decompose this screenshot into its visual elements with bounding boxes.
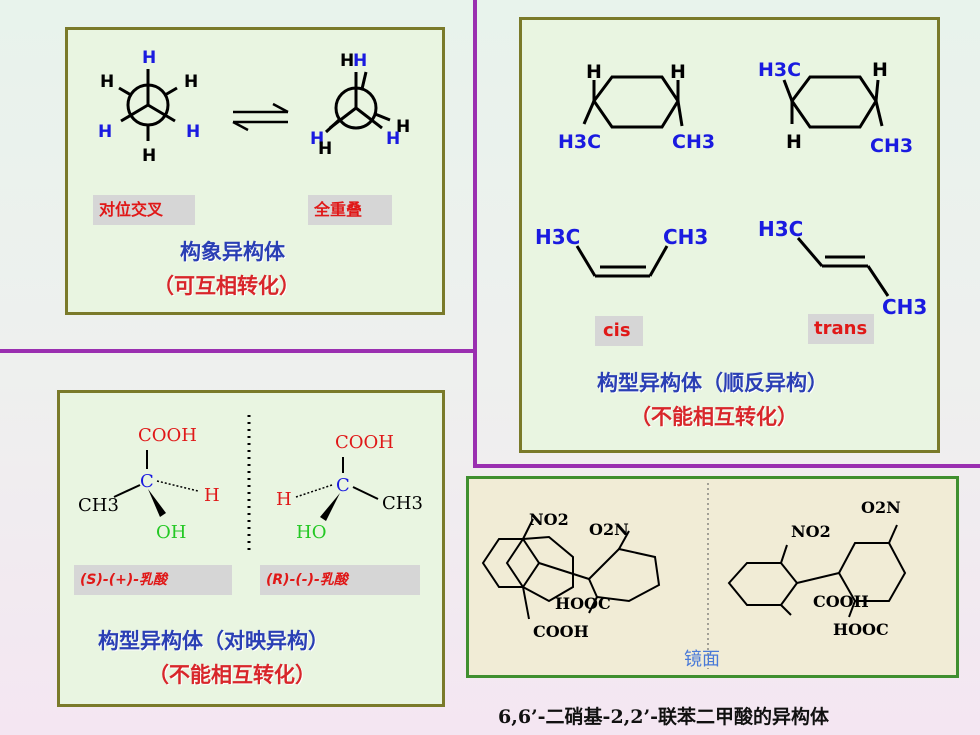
equilibrium-arrows (232, 102, 289, 132)
ring1-tr: H (670, 61, 686, 83)
mirror-label: 镜面 (684, 649, 720, 670)
newman1-back-left: H (100, 72, 114, 92)
optical-panel: COOH C CH3 H OH COOH C H CH3 HO (S)-(+)-… (57, 390, 445, 707)
right-chiral-c: C (336, 475, 350, 496)
alkene2-bottom: CH3 (882, 295, 927, 319)
label-eclipsed: 全重叠 (308, 195, 392, 225)
biphenyl-left-cooh-a: HOOC (555, 594, 611, 613)
left-ch3: CH3 (78, 495, 119, 516)
biphenyl-left-cooh-b: COOH (533, 622, 589, 641)
divider-horizontal-left (0, 349, 476, 353)
newman2-back-top: H (340, 51, 354, 71)
newman-projections: H H H H H H H H H H H H (98, 48, 410, 166)
conformation-panel: H H H H H H H H H H H H (65, 27, 445, 315)
geometric-structures: H H H3C CH3 H3C H H CH3 H3C CH3 (535, 59, 927, 319)
biphenyl-structures: NO2 O2N HOOC COOH NO2 O2N COOH HOOC 镜面 (481, 483, 907, 670)
newman2-right-front: H (386, 129, 400, 149)
biphenyl-left-no2-b: O2N (589, 520, 629, 539)
left-cooh: COOH (138, 425, 197, 446)
label-s-lactic: (S)-(+)-乳酸 (74, 565, 232, 595)
newman2-left-front: H (310, 129, 324, 149)
newman-staggered: H H H H H H (98, 48, 200, 166)
divider-vertical (473, 0, 477, 468)
biphenyl-right-cooh-a: COOH (813, 592, 869, 611)
newman-eclipsed: H H H H H H (310, 51, 410, 159)
newman1-front-top: H (142, 48, 156, 68)
divider-horizontal-right (473, 464, 980, 468)
conformation-title: 构象异构体 (180, 240, 285, 264)
optical-title: 构型异构体（对映异构） (98, 629, 329, 653)
geometric-panel: H H H3C CH3 H3C H H CH3 H3C CH3 (519, 17, 940, 453)
label-trans: trans (808, 314, 874, 344)
label-r-lactic: (R)-(-)-乳酸 (260, 565, 420, 595)
geometric-subtitle: （不能相互转化） (630, 405, 798, 429)
alkene1-right: CH3 (663, 225, 708, 249)
left-h: H (204, 485, 220, 506)
biphenyl-left-no2-a: NO2 (529, 510, 569, 529)
ring2-tr: H (872, 59, 888, 81)
geometric-title: 构型异构体（顺反异构） (597, 371, 828, 395)
cyclohexane-trans (782, 75, 884, 129)
ring2-br: CH3 (870, 135, 913, 157)
alkene2-top: H3C (758, 217, 803, 241)
newman2-right-back: H (396, 117, 410, 137)
biphenyl-right-no2-b: O2N (861, 498, 901, 517)
right-h: H (276, 489, 292, 510)
left-oh: OH (156, 522, 186, 543)
alkene-trans (796, 237, 890, 297)
ring1-br: CH3 (672, 131, 715, 153)
ring1-tl: H (586, 61, 602, 83)
biphenyl-caption: 6,6’-二硝基-2,2’-联苯二甲酸的异构体 (498, 706, 829, 728)
biphenyl-right-cooh-b: HOOC (833, 620, 889, 639)
optical-subtitle: （不能相互转化） (148, 663, 316, 687)
label-cis: cis (595, 316, 643, 346)
cyclohexane-cis (582, 75, 684, 129)
newman2-left-back: H (318, 139, 332, 159)
biphenyl-right-no2-a: NO2 (791, 522, 831, 541)
newman1-back-right: H (184, 72, 198, 92)
newman1-back-bottom: H (142, 146, 156, 166)
biphenyl-panel: NO2 O2N HOOC COOH NO2 O2N COOH HOOC 镜面 (466, 476, 959, 678)
right-cooh: COOH (335, 432, 394, 453)
newman1-front-right: H (186, 122, 200, 142)
lactic-acid-structures: COOH C CH3 H OH COOH C H CH3 HO (78, 415, 423, 555)
conformation-subtitle: （可互相转化） (153, 274, 300, 298)
alkene-cis (575, 245, 669, 278)
newman1-front-left: H (98, 122, 112, 142)
right-ho: HO (296, 522, 326, 543)
alkene1-left: H3C (535, 225, 580, 249)
ring2-tl: H3C (758, 59, 801, 81)
ring2-bl: H (786, 131, 802, 153)
newman2-front-top: H (353, 51, 367, 71)
left-chiral-c: C (140, 471, 154, 492)
right-ch3: CH3 (382, 493, 423, 514)
label-anti-staggered: 对位交叉 (93, 195, 195, 225)
ring1-bl: H3C (558, 131, 601, 153)
